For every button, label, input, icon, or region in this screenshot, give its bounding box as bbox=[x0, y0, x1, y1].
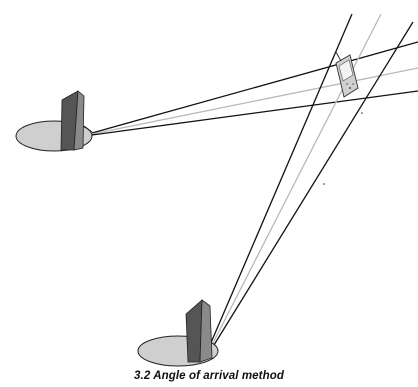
bottom-antenna bbox=[138, 300, 218, 366]
left-beam-lower bbox=[92, 91, 418, 135]
left-antenna bbox=[16, 91, 92, 151]
antenna-tower-icon bbox=[186, 300, 212, 362]
figure-caption: 3.2 Angle of arrival method bbox=[0, 370, 418, 382]
mobile-phone-icon bbox=[336, 52, 358, 97]
bottom-beam-right bbox=[214, 22, 413, 345]
bottom-beam-left bbox=[210, 14, 352, 345]
bottom-beam-center bbox=[212, 14, 381, 345]
bottom-antenna-beams bbox=[210, 14, 413, 345]
speck bbox=[361, 112, 363, 114]
speck bbox=[323, 183, 325, 185]
left-antenna-beams bbox=[92, 42, 418, 135]
left-beam-center bbox=[92, 68, 418, 134]
left-beam-upper bbox=[92, 42, 418, 133]
